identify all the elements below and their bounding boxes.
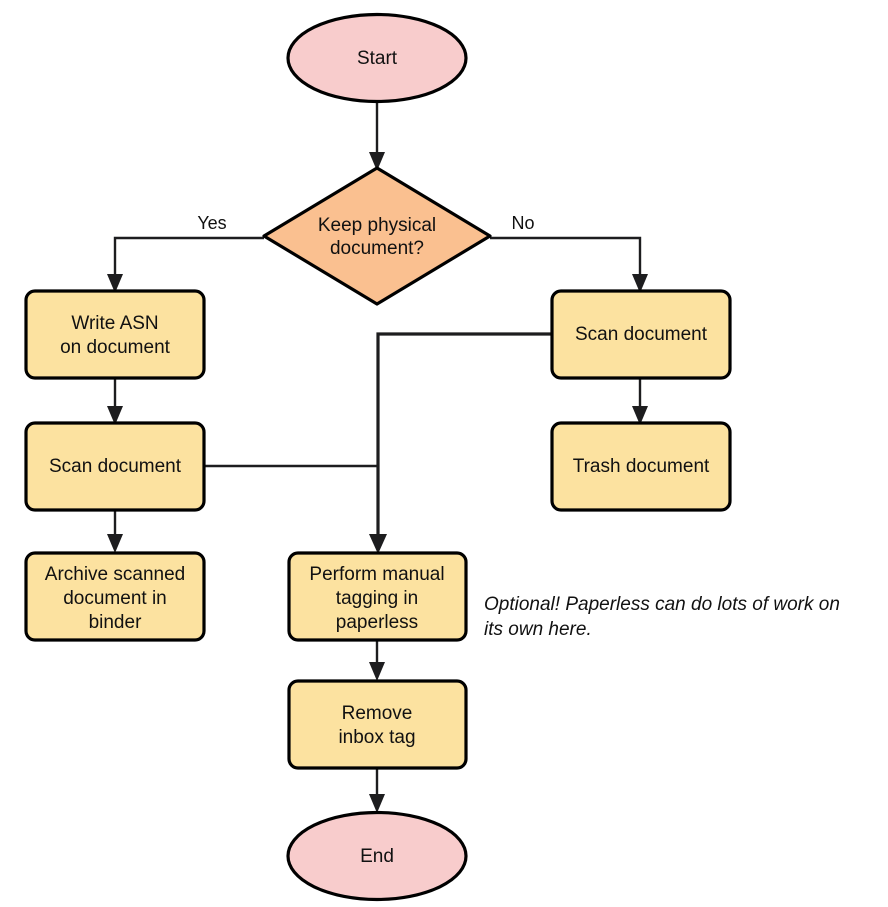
edge-writeasn-to-scanleft [107,378,123,425]
edge-scanright-to-trash [632,378,648,425]
edge-tagging-to-removeinbox [369,640,385,681]
node-decision-label-line2: document? [330,238,424,259]
edge-scanright-to-tagging [369,332,552,554]
node-end[interactable]: End [286,810,468,902]
node-remove-inbox-tag[interactable]: Remove inbox tag [287,679,468,770]
node-archive-scanned-document[interactable]: Archive scanned document in binder [24,551,206,642]
node-tagging-label-line3: paperless [336,612,418,633]
node-scan-document-left-label: Scan document [49,456,182,477]
node-start[interactable]: Start [286,12,468,104]
edge-scanleft-to-archive [107,510,123,553]
node-write-asn-on-document[interactable]: Write ASN on document [24,289,206,380]
node-remove-inbox-label-line1: Remove [342,703,413,724]
node-tagging-label-line1: Perform manual [309,564,444,585]
node-trash-document[interactable]: Trash document [550,421,732,512]
node-archive-label-line1: Archive scanned [45,564,185,585]
node-start-label: Start [357,48,398,69]
annotation-line2: its own here. [484,619,592,640]
node-trash-document-label: Trash document [573,456,710,477]
node-write-asn-label-line2: on document [60,337,171,358]
node-archive-label-line2: document in [63,588,167,609]
edge-removeinbox-to-end [369,768,385,813]
edge-label-yes: Yes [197,213,226,233]
node-scan-document-right-label: Scan document [575,324,708,345]
node-scan-document-right[interactable]: Scan document [550,289,732,380]
edge-decision-no [490,236,648,293]
node-perform-manual-tagging[interactable]: Perform manual tagging in paperless [287,551,468,642]
annotation-note: Optional! Paperless can do lots of work … [484,594,840,640]
annotation-line1: Optional! Paperless can do lots of work … [484,594,840,615]
edge-decision-yes [107,236,264,293]
edge-label-no: No [511,213,534,233]
node-write-asn-label-line1: Write ASN [71,313,158,334]
node-archive-label-line3: binder [89,612,142,633]
node-scan-document-left[interactable]: Scan document [24,421,206,512]
node-end-label: End [360,846,394,867]
node-decision-label-line1: Keep physical [318,215,436,236]
node-remove-inbox-label-line2: inbox tag [338,727,415,748]
node-decision-keep-physical-document[interactable]: Keep physical document? [262,166,492,306]
edge-start-to-decision [369,102,385,171]
node-tagging-label-line2: tagging in [336,588,418,609]
